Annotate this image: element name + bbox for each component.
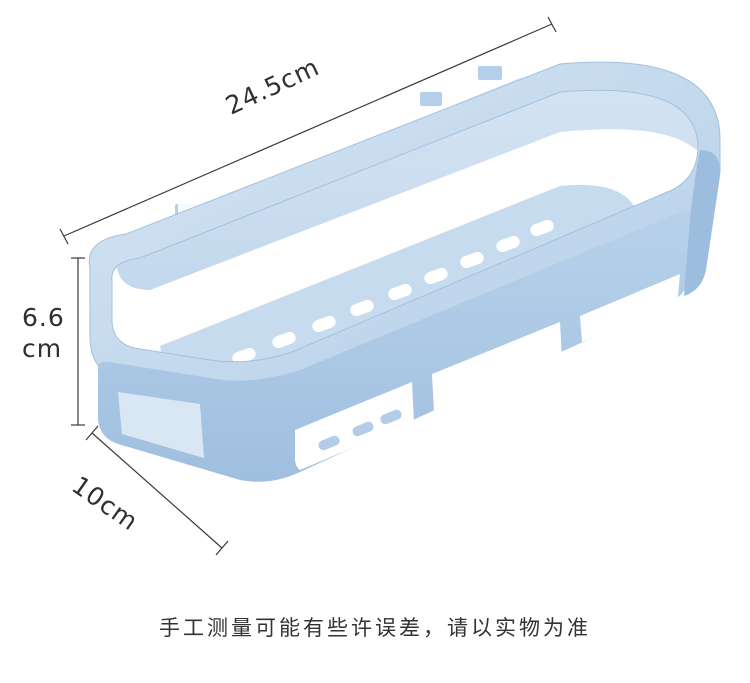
height-dimension-unit: cm [22,334,63,363]
front-window-slots [318,409,402,451]
dimension-lines [59,16,557,556]
basket-end-cap [684,150,721,296]
height-dimension-number: 6.6 [22,303,65,332]
basket-front-wall [97,204,700,482]
measurement-disclaimer: 手工测量可能有些许误差，请以实物为准 [159,616,591,640]
